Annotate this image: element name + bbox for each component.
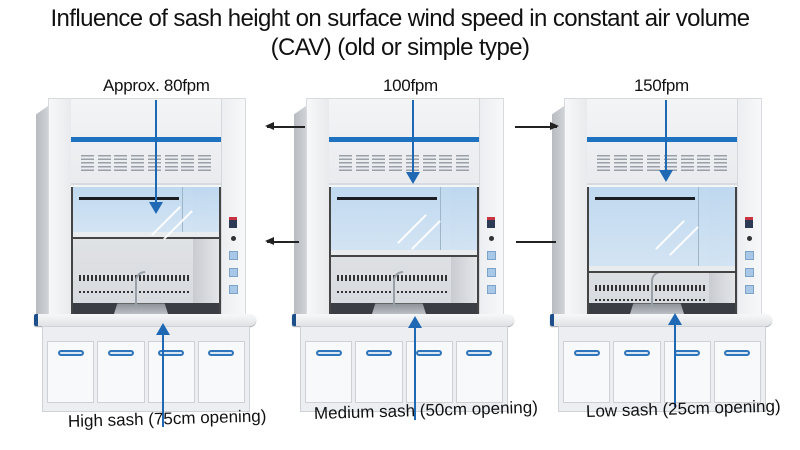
sash-label-low: Low sash (25cm opening) [585, 396, 781, 421]
arrow-down-icon [406, 100, 420, 184]
airflow-display-icon [229, 217, 237, 228]
door-handle-icon [674, 350, 701, 356]
cabinet-door [147, 341, 195, 403]
arrow-down-icon [659, 100, 673, 182]
faucet-icon [393, 271, 403, 307]
panel-button-icon [229, 251, 238, 260]
panel-button-icon [487, 251, 496, 260]
exhaust-vents [597, 155, 727, 173]
airflow-display-icon [745, 217, 753, 228]
cabinet-door [47, 341, 95, 403]
door-handle-icon [315, 350, 342, 356]
hood-work-opening [587, 187, 737, 319]
door-handle-icon [416, 350, 443, 356]
cabinet-door [405, 341, 453, 403]
hood-header [71, 99, 221, 185]
arrow-left-icon [265, 123, 305, 129]
hood-header [329, 99, 479, 185]
base-cabinet [42, 326, 250, 412]
exhaust-vents [339, 155, 469, 173]
countertop [550, 314, 772, 326]
exhaust-vents [81, 155, 211, 173]
face-velocity-label-high: Approx. 80fpm [103, 76, 210, 95]
sash-glass-medium [331, 187, 477, 255]
connector-line [516, 241, 556, 243]
fume-hood-high-sash [30, 94, 262, 416]
faucet-icon [651, 271, 661, 307]
arrow-up-icon [156, 323, 170, 427]
countertop [34, 314, 256, 326]
door-handle-icon [466, 350, 493, 356]
sash-glass-high [73, 187, 219, 240]
control-panel [487, 217, 497, 302]
arrow-right-icon [515, 123, 559, 129]
arrow-down-icon [149, 100, 163, 214]
hood-work-opening [329, 187, 479, 319]
face-velocity-label-medium: 100fpm [383, 76, 438, 95]
door-handle-icon [57, 350, 84, 356]
cabinet-door [305, 341, 353, 403]
airflow-display-icon [487, 217, 495, 228]
title-line-1: Influence of sash height on surface wind… [50, 5, 750, 32]
hood-side-panel [552, 106, 564, 314]
panel-button-icon [229, 285, 238, 294]
diagram-title: Influence of sash height on surface wind… [0, 4, 800, 62]
hood-body [306, 98, 504, 319]
door-handle-icon [573, 350, 600, 356]
cabinet-door [613, 341, 661, 403]
control-panel [229, 217, 239, 302]
control-panel [745, 217, 755, 302]
countertop [292, 314, 514, 326]
arrow-up-icon [408, 316, 422, 420]
panel-button-icon [745, 251, 754, 260]
door-handle-icon [365, 350, 392, 356]
door-handle-icon [623, 350, 650, 356]
sash-glass-low [589, 187, 735, 271]
fume-hood-medium-sash [288, 94, 520, 416]
knob-icon [747, 236, 752, 241]
blue-stripe [71, 137, 221, 142]
arrow-up-icon [668, 313, 682, 407]
cabinet-door [713, 341, 761, 403]
arrow-left-icon [265, 238, 299, 244]
cabinet-door [355, 341, 403, 403]
cabinet-door [455, 341, 503, 403]
hood-side-panel [36, 106, 48, 314]
panel-button-icon [487, 285, 496, 294]
door-handle-icon [208, 350, 235, 356]
door-handle-icon [724, 350, 751, 356]
faucet-icon [135, 271, 145, 307]
panel-button-icon [745, 268, 754, 277]
hood-body [48, 98, 246, 319]
cabinet-door [97, 341, 145, 403]
sash-label-high: High sash (75cm opening) [67, 406, 267, 431]
blue-stripe [587, 137, 737, 142]
cabinet-door [197, 341, 245, 403]
hood-side-panel [294, 106, 306, 314]
hood-work-opening [71, 187, 221, 319]
base-cabinet [558, 326, 766, 412]
door-handle-icon [107, 350, 134, 356]
knob-icon [231, 236, 236, 241]
panel-button-icon [229, 268, 238, 277]
fume-hood-low-sash [546, 94, 778, 416]
door-handle-icon [158, 350, 185, 356]
title-line-2: (CAV) (old or simple type) [270, 34, 530, 61]
hood-body [564, 98, 762, 319]
cabinet-door [663, 341, 711, 403]
base-cabinet [300, 326, 508, 412]
blue-stripe [329, 137, 479, 142]
cabinet-door [563, 341, 611, 403]
panel-button-icon [745, 285, 754, 294]
panel-button-icon [487, 268, 496, 277]
face-velocity-label-low: 150fpm [634, 76, 689, 95]
knob-icon [489, 236, 494, 241]
